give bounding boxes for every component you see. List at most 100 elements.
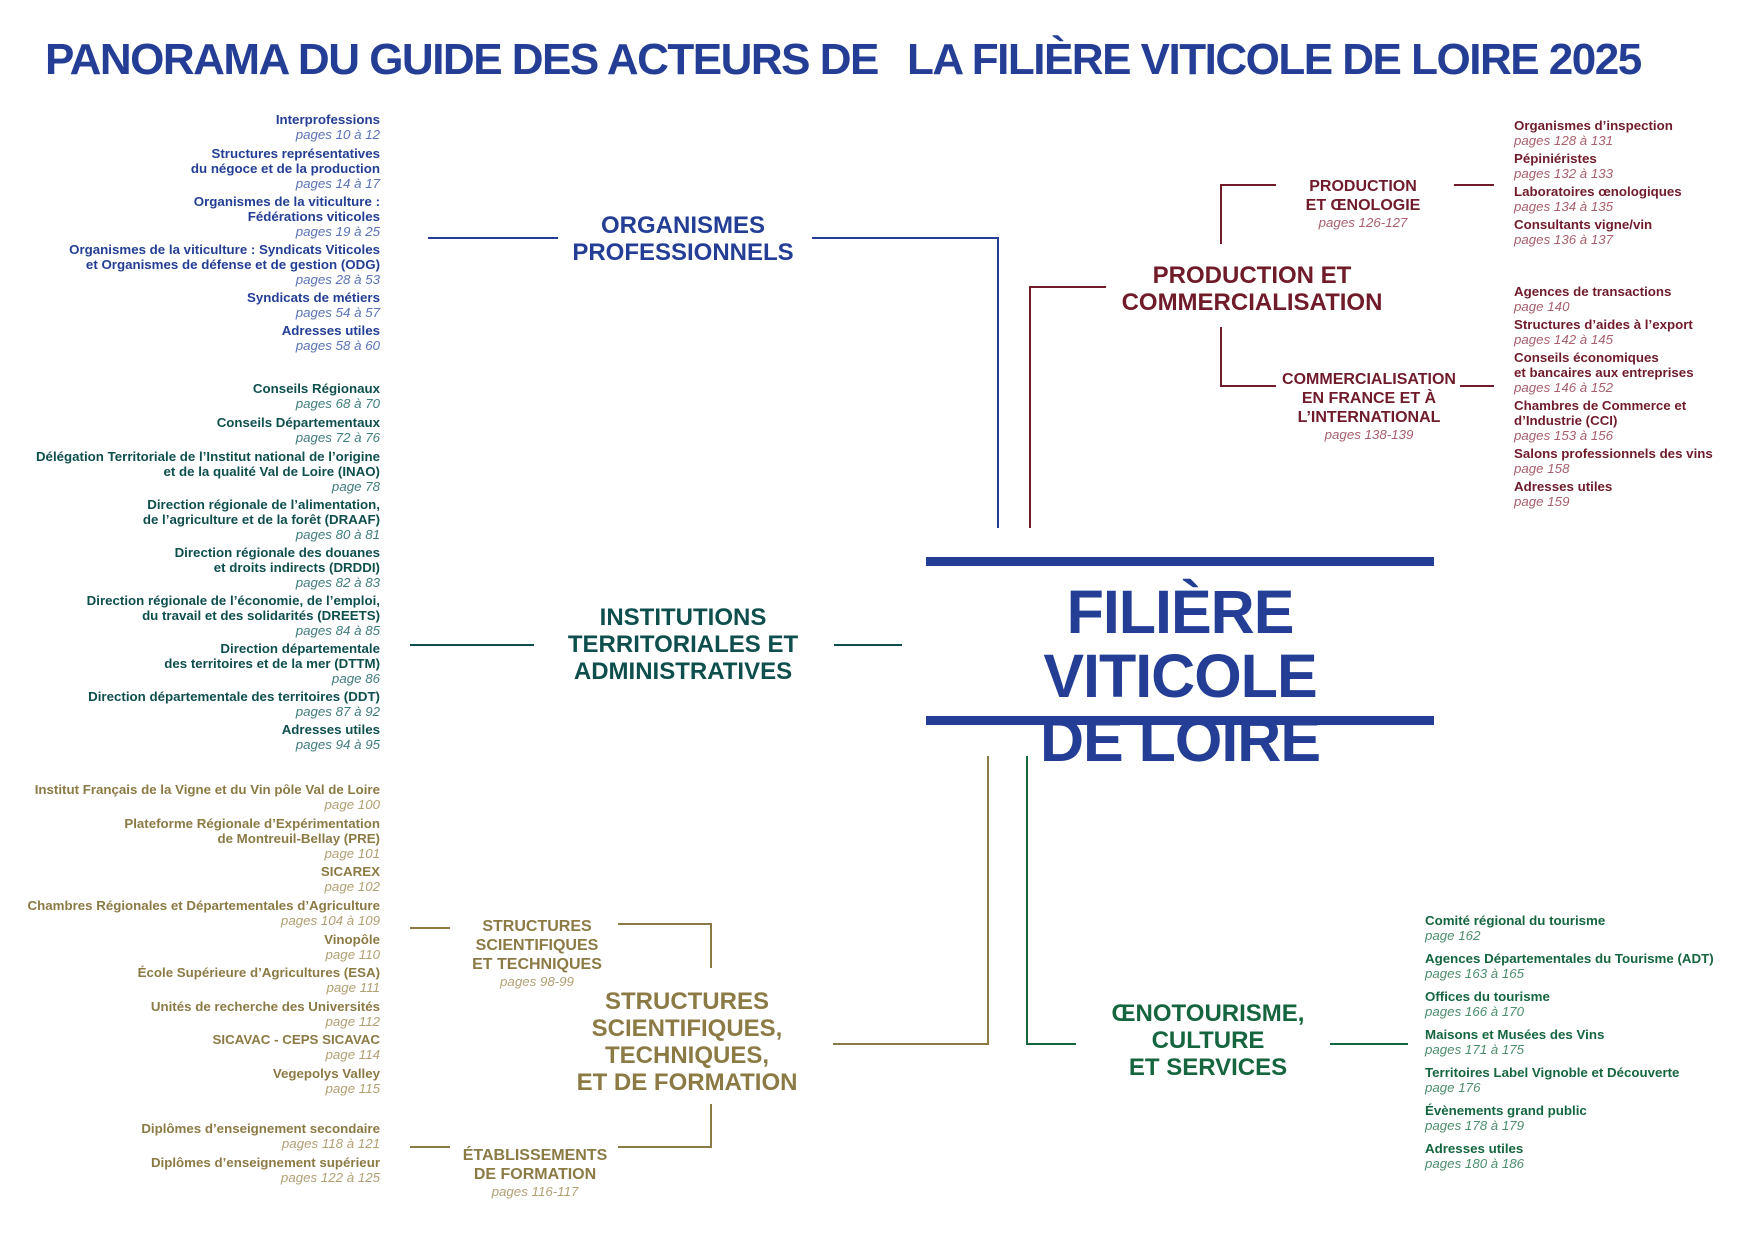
link-structures-center xyxy=(833,756,989,1045)
item-pages: pages 87 à 92 xyxy=(295,704,380,719)
list-formation: Diplômes d’enseignement secondaire pages… xyxy=(141,1121,380,1185)
item-label: Adresses utiles xyxy=(1425,1141,1524,1156)
item-label: Délégation Territoriale de l’Institut na… xyxy=(35,449,380,479)
list-item: Direction régionale des douanes et droit… xyxy=(36,545,380,590)
list-item: Direction régionale de l’économie, de l’… xyxy=(36,593,380,638)
list-item: Offices du tourisme pages 166 à 170 xyxy=(1425,989,1714,1019)
item-pages: pages 122 à 125 xyxy=(280,1170,380,1185)
item-pages: page 176 xyxy=(1425,1080,1481,1095)
item-label: Pépiniéristes xyxy=(1514,151,1597,166)
item-label: Territoires Label Vignoble et Découverte xyxy=(1425,1065,1680,1080)
list-item: Diplômes d’enseignement secondaire pages… xyxy=(141,1121,380,1151)
item-label: Structures d’aides à l’export xyxy=(1514,317,1693,332)
item-pages: pages 72 à 76 xyxy=(295,430,380,445)
item-label: Organismes de la viticulture : Fédératio… xyxy=(193,194,380,224)
list-item: Laboratoires œnologiques pages 134 à 135 xyxy=(1514,184,1682,214)
item-pages: pages 14 à 17 xyxy=(295,176,380,191)
list-item: Diplômes d’enseignement supérieur pages … xyxy=(141,1155,380,1185)
item-label: Interprofessions xyxy=(275,112,380,127)
item-pages: pages 82 à 83 xyxy=(295,575,380,590)
subhub-label: ÉTABLISSEMENTS DE FORMATION xyxy=(462,1147,608,1183)
list-item: Organismes de la viticulture : Fédératio… xyxy=(69,194,380,239)
item-label: Agences de transactions xyxy=(1514,284,1672,299)
list-item: Structures d’aides à l’export pages 142 … xyxy=(1514,317,1713,347)
item-pages: page 158 xyxy=(1514,461,1570,476)
list-item: Direction départementale des territoires… xyxy=(36,689,380,719)
item-label: Chambres de Commerce et d’Industrie (CCI… xyxy=(1514,398,1687,428)
item-pages: pages 146 à 152 xyxy=(1514,380,1614,395)
list-item: Adresses utiles page 159 xyxy=(1514,479,1713,509)
link-organismes-center xyxy=(812,237,999,528)
list-item: Chambres Régionales et Départementales d… xyxy=(28,898,380,928)
list-item: Interprofessions pages 10 à 12 xyxy=(69,112,380,142)
item-pages: page 86 xyxy=(331,671,380,686)
item-pages: pages 19 à 25 xyxy=(295,224,380,239)
item-label: Unités de recherche des Universités xyxy=(150,999,380,1014)
item-label: Diplômes d’enseignement secondaire xyxy=(141,1121,380,1136)
list-item: Conseils Départementaux pages 72 à 76 xyxy=(36,415,380,445)
list-item: Conseils Régionaux pages 68 à 70 xyxy=(36,381,380,411)
item-label: Direction départementale des territoires… xyxy=(88,689,380,704)
list-item: Institut Français de la Vigne et du Vin … xyxy=(28,782,380,812)
item-label: Maisons et Musées des Vins xyxy=(1425,1027,1605,1042)
item-pages: page 115 xyxy=(325,1081,380,1096)
list-item: Organismes de la viticulture : Syndicats… xyxy=(69,242,380,287)
page-title-part2: LA FILIÈRE VITICOLE DE LOIRE 2025 xyxy=(907,35,1642,84)
list-item: Unités de recherche des Universités page… xyxy=(28,999,380,1029)
list-institutions: Conseils Régionaux pages 68 à 70 Conseil… xyxy=(36,381,380,752)
item-pages: page 100 xyxy=(324,797,380,812)
item-label: Syndicats de métiers xyxy=(246,290,380,305)
list-item: Salons professionnels des vins page 158 xyxy=(1514,446,1713,476)
item-label: SICAREX xyxy=(320,864,380,879)
link-formation-hub xyxy=(618,1104,712,1148)
item-pages: page 114 xyxy=(325,1047,380,1062)
item-pages: pages 134 à 135 xyxy=(1514,199,1614,214)
item-label: Direction régionale de l’économie, de l’… xyxy=(86,593,380,623)
item-pages: pages 128 à 131 xyxy=(1514,133,1614,148)
item-label: Structures représentatives du négoce et … xyxy=(190,146,380,176)
list-item: Territoires Label Vignoble et Découverte… xyxy=(1425,1065,1714,1095)
list-item: Vinopôle page 110 xyxy=(28,932,380,962)
item-label: Direction régionale des douanes et droit… xyxy=(174,545,380,575)
list-item: SICAREX page 102 xyxy=(28,864,380,894)
item-pages: pages 153 à 156 xyxy=(1514,428,1614,443)
list-item: Structures représentatives du négoce et … xyxy=(69,146,380,191)
item-pages: pages 163 à 165 xyxy=(1425,966,1525,981)
branch-institutions: INSTITUTIONS TERRITORIALES ET ADMINISTRA… xyxy=(567,604,799,685)
item-pages: page 101 xyxy=(324,846,380,861)
list-item: Plateforme Régionale d’Expérimentation d… xyxy=(28,816,380,861)
list-item: Adresses utiles pages 180 à 186 xyxy=(1425,1141,1714,1171)
item-label: Institut Français de la Vigne et du Vin … xyxy=(34,782,380,797)
center-top-rule xyxy=(926,557,1434,566)
item-pages: pages 180 à 186 xyxy=(1425,1156,1525,1171)
list-item: École Supérieure d’Agricultures (ESA) pa… xyxy=(28,965,380,995)
list-item: Conseils économiques et bancaires aux en… xyxy=(1514,350,1713,395)
item-label: Diplômes d’enseignement supérieur xyxy=(150,1155,380,1170)
item-label: Plateforme Régionale d’Expérimentation d… xyxy=(124,816,380,846)
list-item: Adresses utiles pages 94 à 95 xyxy=(36,722,380,752)
subhub-pages: pages 116-117 xyxy=(491,1184,579,1199)
list-item: Chambres de Commerce et d’Industrie (CCI… xyxy=(1514,398,1713,443)
link-production-commercialisation xyxy=(1220,327,1276,387)
subhub-commercialisation: COMMERCIALISATION EN FRANCE ET À L’INTER… xyxy=(1282,351,1456,461)
item-pages: pages 68 à 70 xyxy=(295,396,380,411)
list-item: Vegepolys Valley page 115 xyxy=(28,1066,380,1096)
list-item: Consultants vigne/vin pages 136 à 137 xyxy=(1514,217,1682,247)
center-bottom-rule xyxy=(926,716,1434,725)
item-label: Adresses utiles xyxy=(281,323,380,338)
list-item: Maisons et Musées des Vins pages 171 à 1… xyxy=(1425,1027,1714,1057)
subhub-label: COMMERCIALISATION EN FRANCE ET À L’INTER… xyxy=(1282,371,1456,426)
list-commercialisation: Agences de transactions page 140 Structu… xyxy=(1514,284,1713,509)
item-pages: page 162 xyxy=(1425,928,1481,943)
list-oenologie: Organismes d’inspection pages 128 à 131 … xyxy=(1514,118,1682,247)
link-oenotourisme-center xyxy=(1026,756,1076,1045)
list-oenotourisme: Comité régional du tourisme page 162 Age… xyxy=(1425,913,1714,1171)
item-label: Vinopôle xyxy=(324,932,380,947)
item-label: Chambres Régionales et Départementales d… xyxy=(27,898,380,913)
branch-oenotourisme: ŒNOTOURISME, CULTURE ET SERVICES xyxy=(1111,1000,1305,1081)
list-item: Délégation Territoriale de l’Institut na… xyxy=(36,449,380,494)
item-pages: pages 54 à 57 xyxy=(295,305,380,320)
subhub-pages: pages 126-127 xyxy=(1318,215,1408,230)
subhub-scientifiques: STRUCTURES SCIENTIFIQUES ET TECHNIQUES p… xyxy=(472,898,602,1008)
